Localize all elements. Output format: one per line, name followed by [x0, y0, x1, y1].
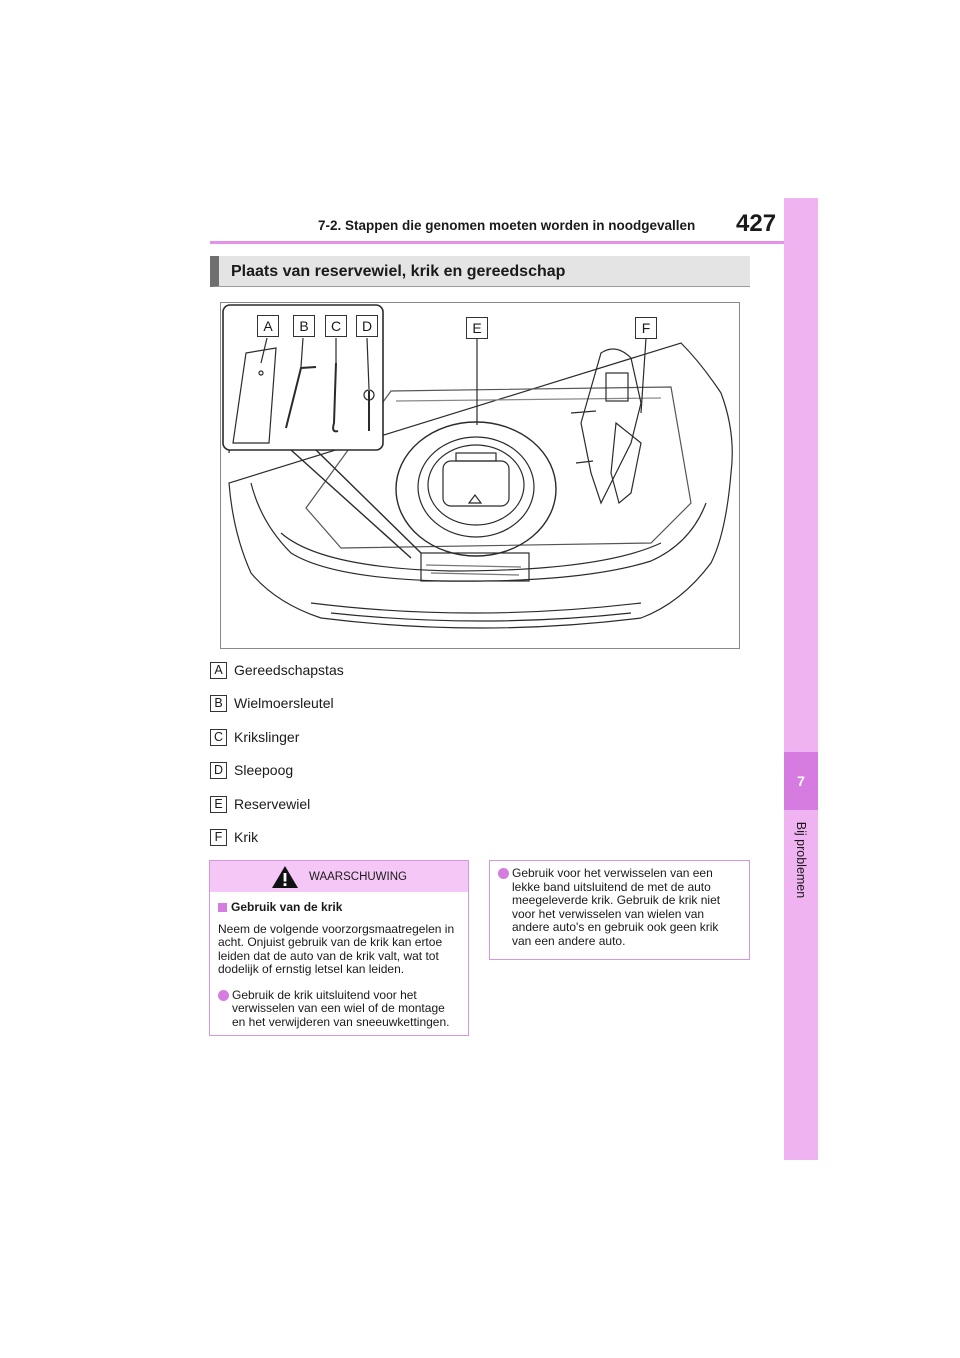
- legend-letter: C: [210, 728, 227, 746]
- legend-item: F Krik: [210, 828, 258, 846]
- legend-item: A Gereedschapstas: [210, 661, 344, 679]
- callout-f: F: [635, 317, 657, 339]
- warning-box: WAARSCHUWING Gebruik van de krik Neem de…: [209, 860, 469, 1036]
- section-heading: Plaats van reservewiel, krik en gereedsc…: [210, 256, 750, 287]
- legend-text: Krikslinger: [234, 729, 300, 745]
- running-header: 7-2. Stappen die genomen moeten worden i…: [318, 218, 696, 233]
- page-number: 427: [736, 210, 777, 237]
- chapter-label: Bij problemen: [794, 821, 808, 899]
- warning-title: WAARSCHUWING: [309, 870, 407, 883]
- legend-item: C Krikslinger: [210, 728, 299, 746]
- legend-letter: E: [210, 795, 227, 813]
- warning-bullet: Gebruik de krik uitsluitend voor het ver…: [218, 987, 458, 1030]
- callout-e: E: [466, 317, 488, 339]
- legend-letter: A: [210, 661, 227, 679]
- legend-text: Wielmoersleutel: [234, 695, 334, 711]
- legend-item: D Sleepoog: [210, 761, 293, 779]
- lug-wrench-drawing: [285, 366, 317, 429]
- warning-bullet-text: Gebruik de krik uitsluitend voor het ver…: [232, 987, 450, 1029]
- bullet-dot-icon: [498, 868, 509, 879]
- legend-text: Gereedschapstas: [234, 662, 344, 678]
- jack-drawing: [570, 348, 642, 505]
- chapter-side-tab: [784, 198, 818, 1160]
- callout-a: A: [257, 315, 279, 337]
- warning-triangle-icon: [272, 865, 299, 888]
- callout-d: D: [356, 315, 378, 337]
- warning-intro: Neem de volgende voorzorgsmaatregelen in…: [218, 921, 455, 976]
- note-bullet: Gebruik voor het verwisselen van een lek…: [498, 866, 741, 948]
- legend-item: B Wielmoersleutel: [210, 694, 334, 712]
- legend-letter: B: [210, 694, 227, 712]
- square-bullet-icon: [218, 903, 227, 913]
- bullet-dot-icon: [218, 989, 229, 1001]
- callout-b: B: [293, 315, 315, 337]
- warning-sub-heading: Gebruik van de krik: [218, 900, 458, 915]
- trunk-illustration: A B C D E F: [220, 302, 740, 649]
- note-bullet-text: Gebruik voor het verwisselen van een lek…: [512, 866, 721, 948]
- legend-text: Krik: [234, 829, 259, 845]
- legend-letter: D: [210, 761, 227, 779]
- header-divider: [210, 241, 785, 244]
- legend-text: Sleepoog: [234, 762, 294, 778]
- callout-c: C: [325, 315, 347, 337]
- spare-wheel-drawing: [395, 421, 557, 557]
- jack-handle-drawing: [332, 362, 339, 433]
- legend-text: Reservewiel: [234, 796, 311, 812]
- note-box: Gebruik voor het verwisselen van een lek…: [489, 860, 750, 960]
- legend-letter: F: [210, 828, 227, 846]
- tool-bag-drawing: [232, 347, 277, 444]
- warning-sub-heading-text: Gebruik van de krik: [231, 900, 343, 914]
- legend-item: E Reservewiel: [210, 795, 310, 813]
- warning-header: WAARSCHUWING: [210, 861, 468, 892]
- chapter-number-tab: 7: [784, 752, 818, 810]
